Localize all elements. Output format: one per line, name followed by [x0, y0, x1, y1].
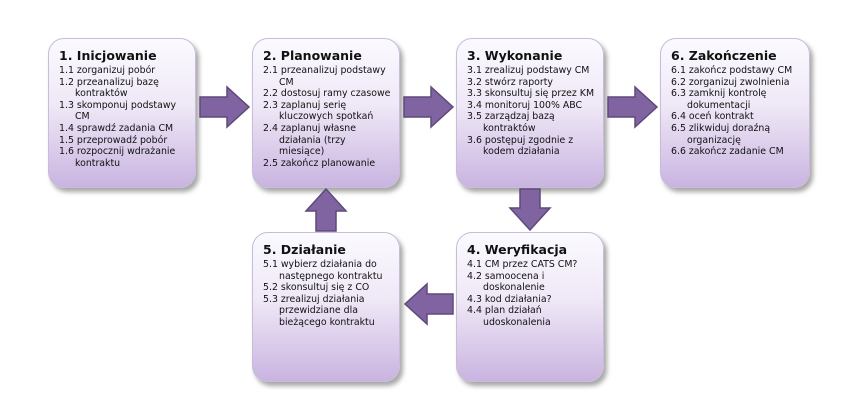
- list-item: 5.2 skonsultuj się z CO: [263, 282, 370, 294]
- stage-planowanie: 2. Planowanie 2.1 przeanalizuj podstawy …: [252, 38, 400, 188]
- arrow-down-3-4: [508, 188, 552, 232]
- list-item: 1.2 przeanalizuj bazę kontraktów: [59, 76, 159, 100]
- list-item: 1.4 sprawdź zadania CM: [59, 122, 174, 134]
- stage-inicjowanie: 1. Inicjowanie 1.1 zorganizuj pobór 1.2 …: [48, 38, 196, 188]
- stage-title: 6. Zakończenie: [671, 48, 777, 63]
- list-item: 3.1 zrealizuj podstawy CM: [467, 65, 590, 76]
- list-item: 2.4 zaplanuj własne działania (trzy mies…: [263, 122, 356, 158]
- arrow-right-3-6: [607, 85, 659, 129]
- list-item: 3.2 stwórz raporty: [467, 76, 553, 88]
- list-item: 1.5 przeprowadź pobór: [59, 134, 168, 146]
- arrow-shape: [508, 188, 552, 232]
- stage-title: 4. Weryfikacja: [467, 242, 568, 257]
- arrow-left-4-5: [403, 282, 454, 326]
- stage-title: 1. Inicjowanie: [59, 48, 157, 63]
- list-item: 2.5 zakończ planowanie: [263, 157, 376, 169]
- stage-wykonanie: 3. Wykonanie 3.1 zrealizuj podstawy CM 3…: [456, 38, 604, 188]
- list-item: 6.3 zamknij kontrolę dokumentacji: [671, 88, 767, 111]
- list-item: 3.3 skonsultuj się przez KM: [467, 88, 595, 100]
- list-item: 1.6 rozpocznij wdrażanie kontraktu: [59, 146, 176, 169]
- arrow-shape: [403, 282, 454, 326]
- arrow-right-1-2: [199, 85, 251, 129]
- stage-title: 2. Planowanie: [263, 48, 362, 63]
- arrow-shape: [403, 85, 455, 129]
- arrow-shape: [607, 85, 659, 129]
- stage-zakonczenie: 6. Zakończenie 6.1 zakończ podstawy CM 6…: [660, 38, 810, 188]
- list-item: 3.4 monitoruj 100% ABC: [467, 99, 583, 111]
- list-item: 6.6 zakończ zadanie CM: [671, 146, 784, 158]
- list-item: 5.3 zrealizuj działania przewidziane dla…: [263, 293, 375, 328]
- list-item: 6.4 oceń kontrakt: [671, 111, 754, 123]
- list-item: 1.3 skomponuj podstawy CM: [59, 99, 177, 123]
- list-item: 2.1 przeanalizuj podstawy CM: [263, 65, 386, 88]
- list-item: 6.5 zlikwiduj doraźną organizację: [671, 122, 771, 146]
- list-item: 3.5 zarządzaj bazą kontraktów: [467, 111, 555, 134]
- list-item: 2.2 dostosuj ramy czasowe: [263, 88, 391, 100]
- stage-title: 3. Wykonanie: [467, 48, 563, 63]
- arrow-shape: [304, 188, 348, 232]
- list-item: 4.1 CM przez CATS CM?: [467, 259, 578, 270]
- stage-weryfikacja: 4. Weryfikacja 4.1 CM przez CATS CM? 4.2…: [456, 232, 604, 382]
- stage-dzialanie: 5. Działanie 5.1 wybierz działania do na…: [252, 232, 400, 382]
- list-item: 4.3 kod działania?: [467, 293, 552, 305]
- list-item: 4.4 plan działań udoskonalenia: [467, 305, 551, 328]
- list-item: 4.2 samoocena i doskonalenie: [467, 270, 545, 294]
- stage-title: 5. Działanie: [263, 242, 346, 257]
- list-item: 2.3 zaplanuj serię kluczowych spotkań: [263, 99, 374, 123]
- list-item: 3.6 postępuj zgodnie z kodem działania: [467, 134, 574, 158]
- list-item: 5.1 wybierz działania do następnego kont…: [263, 259, 383, 282]
- arrow-right-2-3: [403, 85, 455, 129]
- list-item: 1.1 zorganizuj pobór: [59, 65, 156, 76]
- list-item: 6.1 zakończ podstawy CM: [671, 65, 793, 76]
- arrow-shape: [199, 85, 251, 129]
- arrow-up-5-2: [304, 188, 348, 232]
- list-item: 6.2 zorganizuj zwolnienia: [671, 76, 790, 88]
